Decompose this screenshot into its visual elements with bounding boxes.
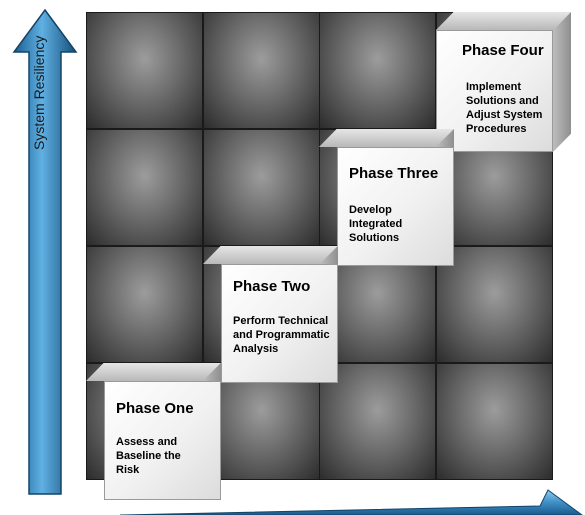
grid-tile: [319, 363, 436, 480]
grid-tile: [203, 12, 320, 129]
phase-one-description: Assess and Baseline the Risk: [116, 436, 181, 476]
phase-three-description: Develop Integrated Solutions: [349, 204, 403, 244]
phase-four-title: Phase Four: [462, 42, 544, 59]
grid-tile: [86, 129, 203, 246]
grid-tile: [436, 246, 553, 363]
phase-two-title: Phase Two: [233, 278, 311, 295]
phase-one-block: Phase One Assess and Baseline the Risk: [86, 363, 221, 500]
grid-tile: [436, 363, 553, 480]
y-axis-arrow-icon: [12, 8, 78, 495]
phase-one-title: Phase One: [116, 400, 194, 417]
phase-two-description: Perform Technical and Programmatic Analy…: [233, 315, 330, 355]
grid-tile: [319, 12, 436, 129]
grid-tile: [86, 12, 203, 129]
phase-three-title: Phase Three: [349, 165, 439, 182]
grid-tile: [86, 246, 203, 363]
phase-two-block: Phase Two Perform Technical and Programm…: [203, 246, 338, 383]
phase-four-description: Implement Solutions and Adjust System Pr…: [466, 81, 543, 135]
y-axis-label: System Resiliency: [31, 35, 47, 150]
grid-tile: [203, 129, 320, 246]
phase-four-block: Phase Four Implement Solutions and Adjus…: [436, 12, 571, 152]
phase-three-block: Phase Three Develop Integrated Solutions: [319, 129, 454, 266]
x-axis-arrow-icon: [120, 489, 583, 515]
